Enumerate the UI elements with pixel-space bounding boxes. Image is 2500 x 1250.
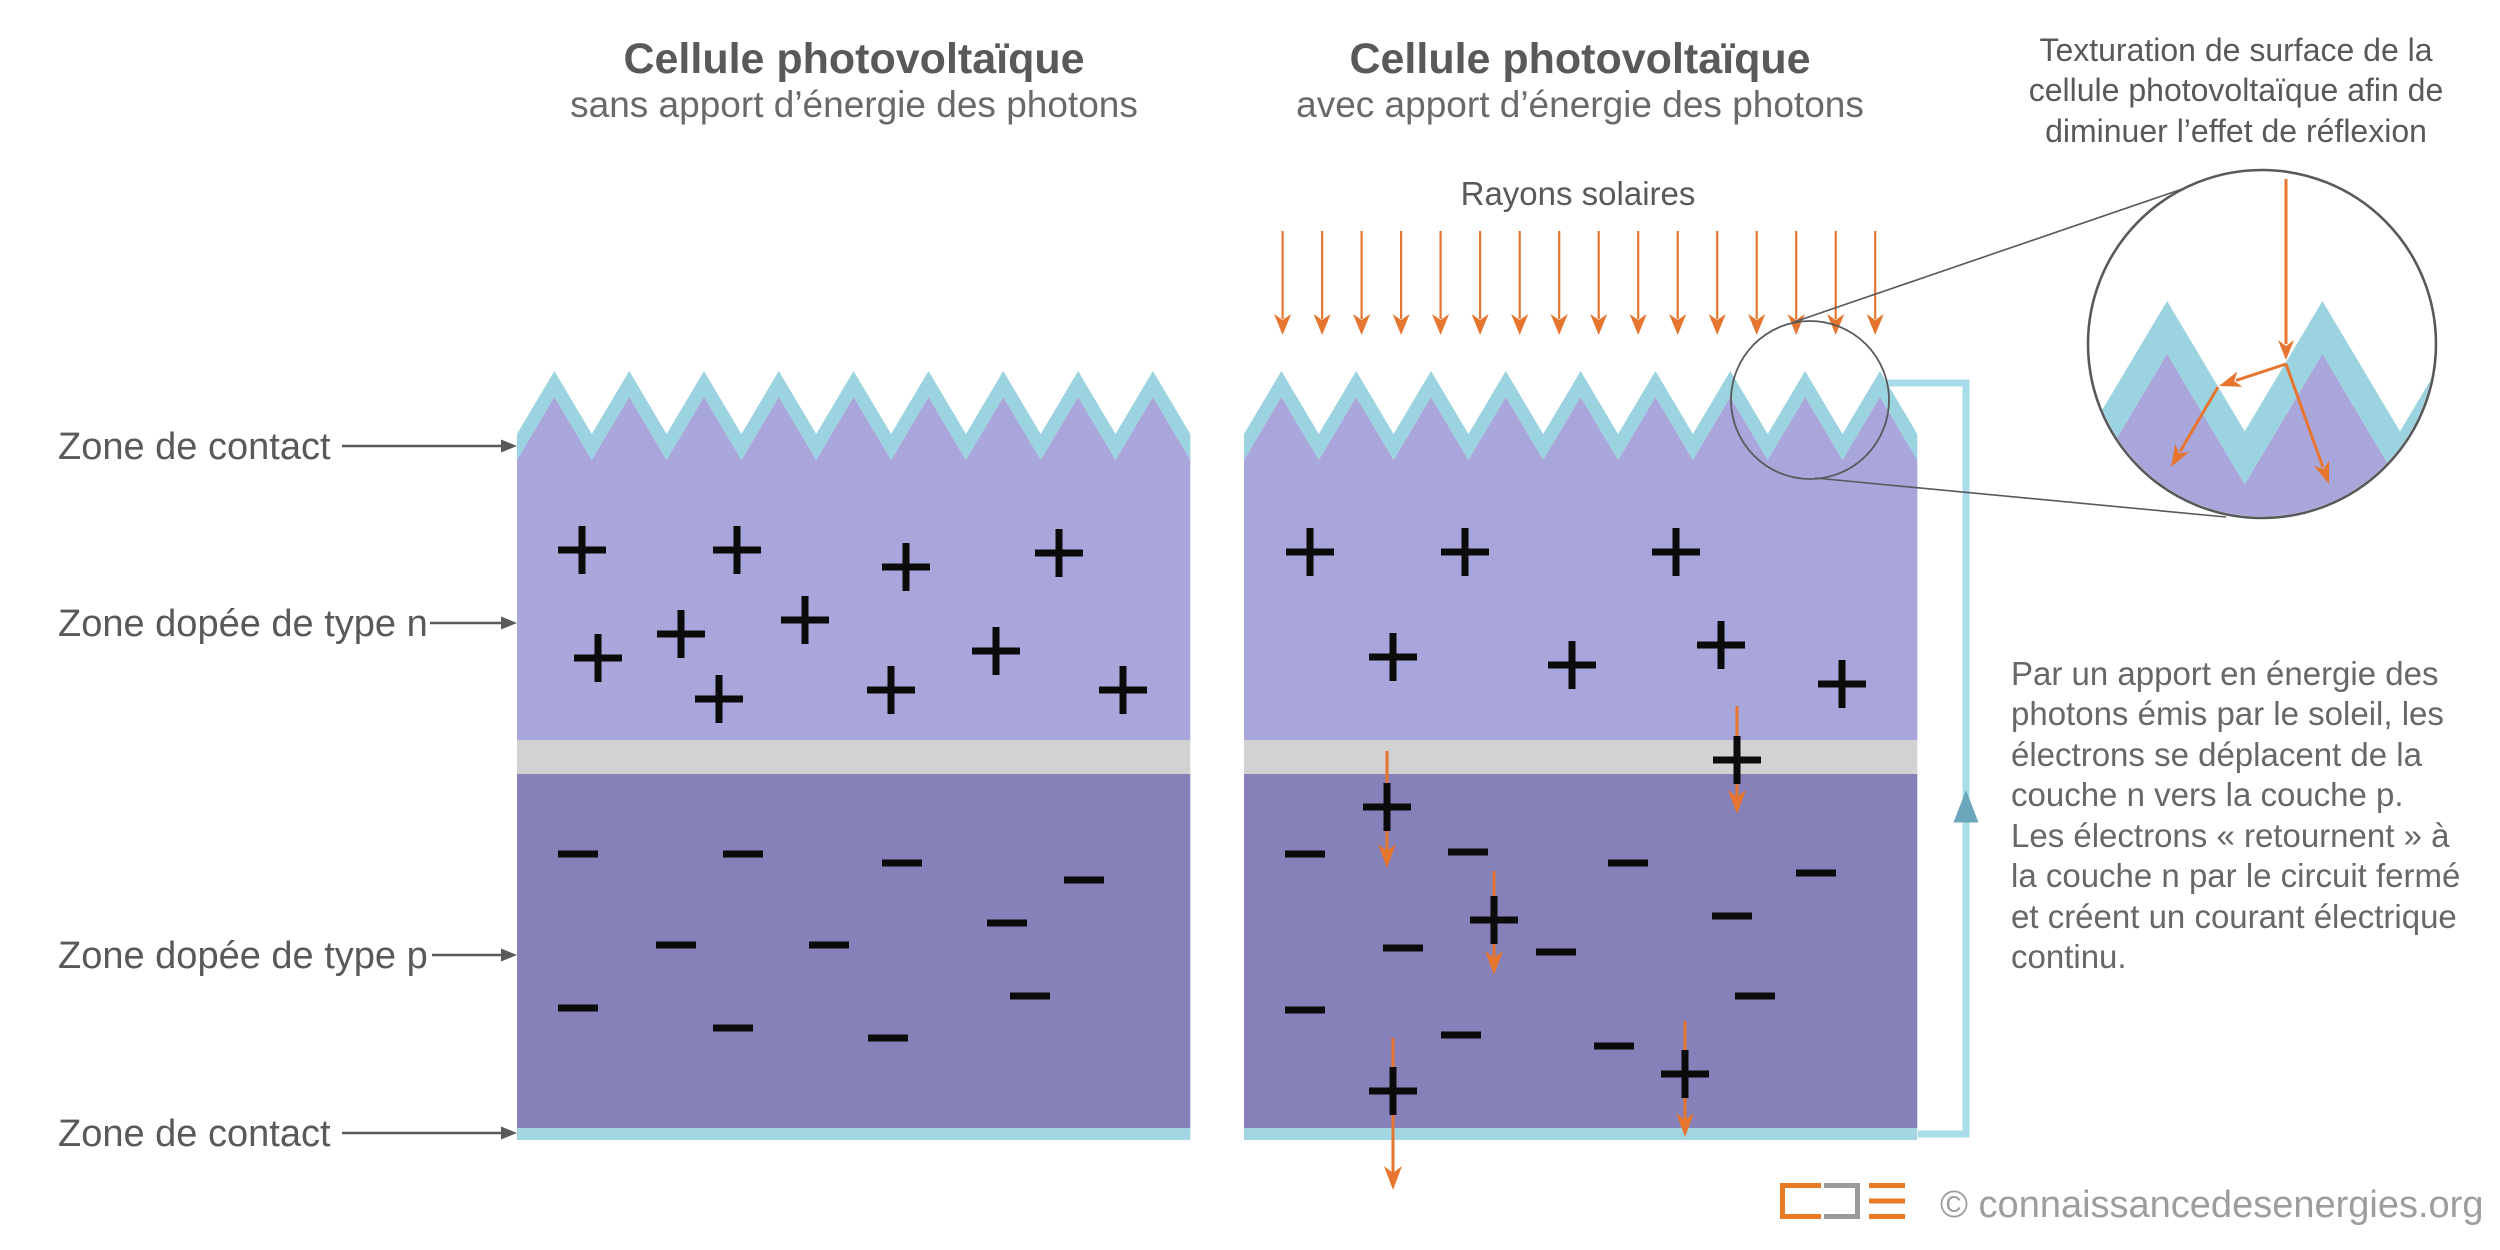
svg-text:Rayons solaires: Rayons solaires [1461,175,1696,212]
svg-text:Cellule photovoltaïque: Cellule photovoltaïque [1349,35,1810,83]
svg-text:photons émis par le soleil, le: photons émis par le soleil, les [2011,695,2444,732]
svg-text:continu.: continu. [2011,938,2127,975]
svg-text:et créent un courant électriqu: et créent un courant électrique [2011,898,2457,935]
svg-text:Les électrons « retournent » à: Les électrons « retournent » à [2011,817,2450,854]
svg-text:Zone de contact: Zone de contact [58,1113,331,1155]
svg-text:cellule photovoltaïque afin de: cellule photovoltaïque afin de [2029,72,2444,108]
svg-text:Cellule photovoltaïque: Cellule photovoltaïque [623,35,1084,83]
svg-text:Texturation de surface de la: Texturation de surface de la [2039,32,2432,68]
svg-text:Zone dopée de type p: Zone dopée de type p [58,935,428,977]
svg-text:la couche n par le circuit fer: la couche n par le circuit fermé [2011,857,2460,894]
svg-text:Zone dopée de type n: Zone dopée de type n [58,603,428,645]
svg-text:diminuer l’effet de réflexion: diminuer l’effet de réflexion [2045,113,2427,149]
svg-text:avec apport d’énergie des phot: avec apport d’énergie des photons [1296,84,1864,125]
svg-text:© connaissancedesenergies.org: © connaissancedesenergies.org [1940,1184,2483,1226]
svg-text:couche n vers la couche p.: couche n vers la couche p. [2011,776,2404,813]
svg-text:Par un apport en énergie des: Par un apport en énergie des [2011,655,2438,692]
svg-text:Zone de contact: Zone de contact [58,426,331,468]
svg-text:électrons se déplacent de la: électrons se déplacent de la [2011,736,2423,773]
svg-text:sans apport d’énergie des phot: sans apport d’énergie des photons [570,84,1138,125]
